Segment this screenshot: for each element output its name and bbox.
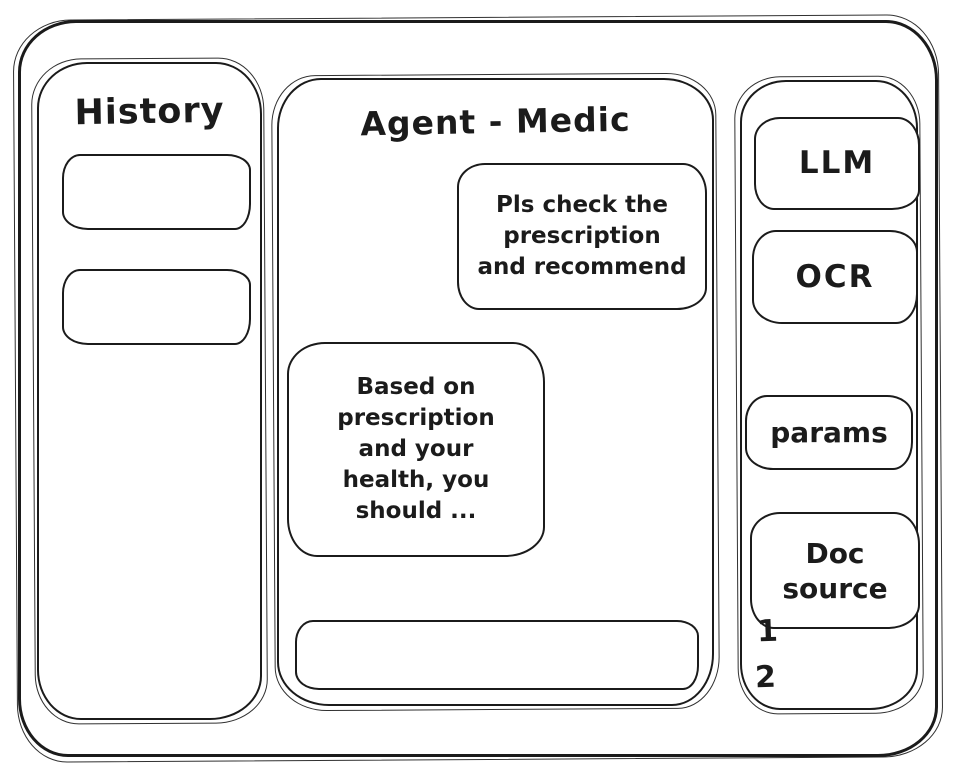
chat-panel: Agent - Medic Pls check the prescription…	[277, 78, 714, 706]
params-button[interactable]: params	[745, 395, 913, 470]
history-title: History	[74, 90, 225, 134]
doc-source-list-number: 1	[756, 613, 779, 650]
llm-button[interactable]: LLM	[754, 117, 920, 210]
history-list-item[interactable]	[62, 269, 251, 345]
doc-source-list-number: 2	[754, 659, 777, 696]
chat-title: Agent - Medic	[360, 99, 631, 144]
doc-source-button[interactable]: Doc source	[750, 512, 920, 629]
tools-sidebar: LLM OCR params Doc source 1 2	[740, 80, 920, 710]
history-sidebar: History	[37, 62, 262, 720]
ocr-button[interactable]: OCR	[752, 230, 918, 324]
history-list-item[interactable]	[62, 154, 251, 230]
assistant-message-bubble: Based on prescription and your health, y…	[287, 342, 545, 557]
chat-message-input[interactable]	[295, 620, 699, 690]
user-message-bubble: Pls check the prescription and recommend	[457, 163, 707, 310]
